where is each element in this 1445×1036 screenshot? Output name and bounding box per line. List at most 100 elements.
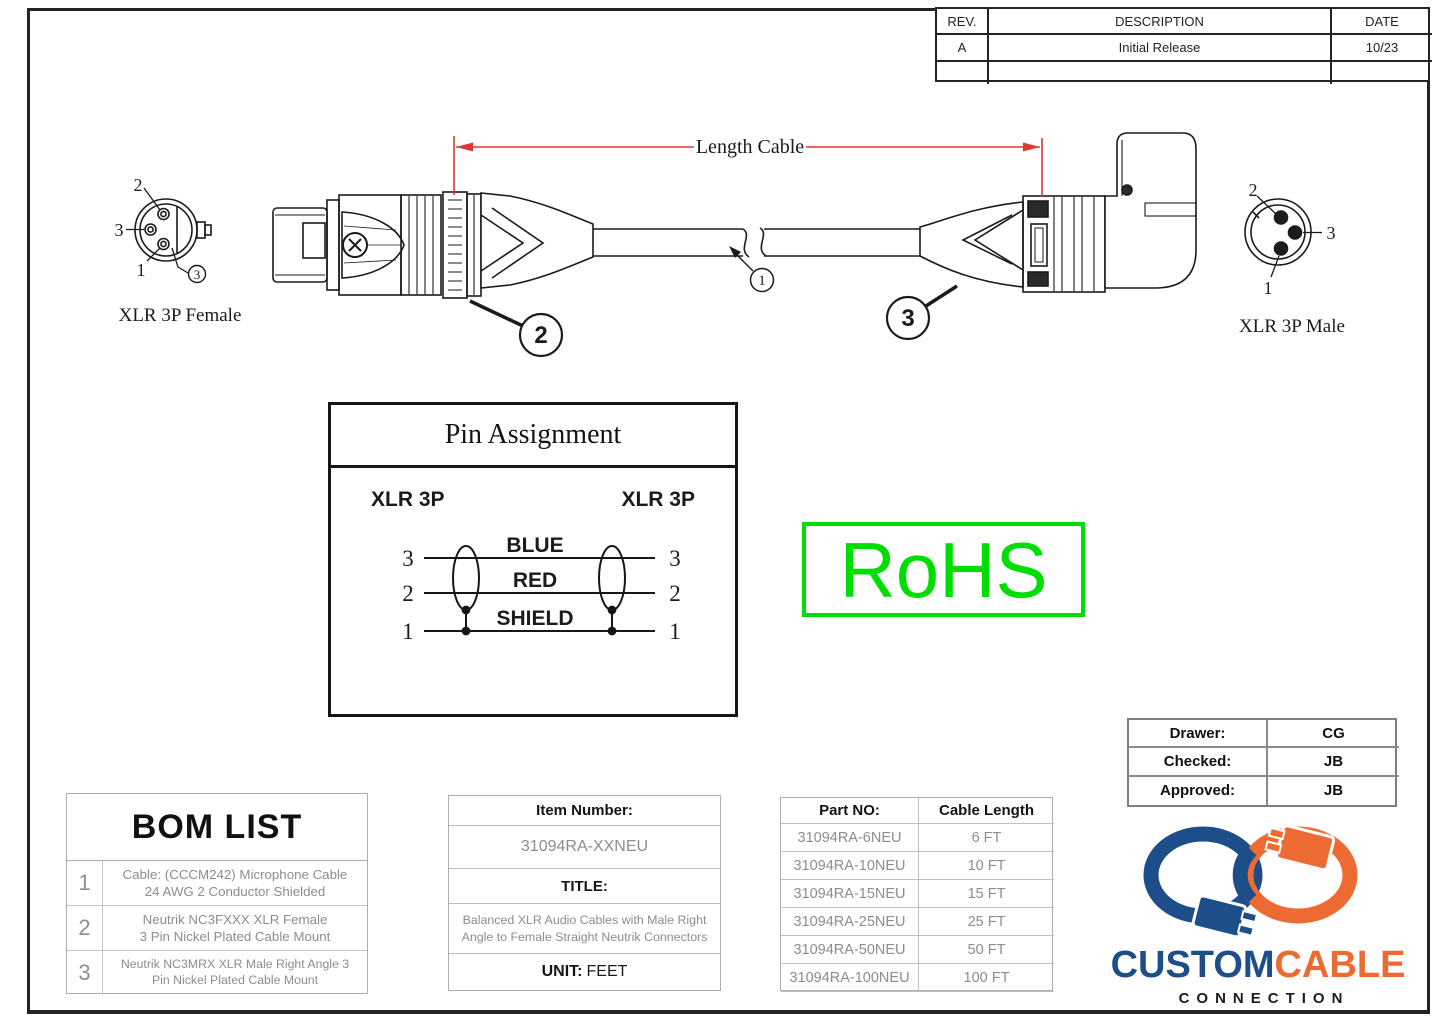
approval-table: Drawer: CG Checked: JB Approved: JB (1127, 718, 1399, 807)
male-pin3-label: 3 (1327, 223, 1336, 243)
pin-left-header: XLR 3P (371, 488, 445, 511)
logo-word-connection: CONNECTION (1179, 990, 1350, 1007)
unit-value: FEET (586, 963, 628, 980)
blue-connector-icon (1191, 894, 1259, 939)
bom-item-number: 3 (67, 951, 103, 995)
checked-value: JB (1268, 748, 1399, 777)
company-logo: CUSTOMCABLE CONNECTION (1111, 824, 1406, 1007)
female-face-callout-circle (187, 264, 207, 284)
wire1-right-pin: 3 (669, 546, 681, 571)
cable-drawing (593, 227, 920, 293)
cable-length: 15 FT (919, 880, 1054, 908)
part-no: 31094RA-25NEU (781, 908, 919, 936)
infinity-cable-icon (1143, 824, 1358, 939)
cable-length: 100 FT (919, 964, 1054, 992)
date-value: 10/23 (1332, 35, 1432, 62)
bom-item-number: 1 (67, 861, 103, 905)
male-callout-circle (885, 295, 931, 341)
drawer-value: CG (1268, 720, 1399, 749)
bom-row-1: 1 Cable: (CCCM242) Microphone Cable 24 A… (67, 861, 367, 906)
male-callout-number: 3 (901, 305, 914, 332)
title-header: TITLE: (449, 869, 720, 904)
title-line2: Angle to Female Straight Neutrik Connect… (461, 929, 708, 944)
part-number-table: Part NO: Cable Length 31094RA-6NEU 6 FT … (780, 797, 1054, 992)
wire2-right-pin: 2 (669, 581, 681, 606)
rev-empty (937, 62, 989, 84)
bom-row-2: 2 Neutrik NC3FXXX XLR Female 3 Pin Nicke… (67, 906, 367, 951)
cable-length-header: Cable Length (919, 798, 1054, 824)
logo-word-custom: CUSTOM (1111, 944, 1275, 986)
approved-value: JB (1323, 782, 1344, 800)
female-callout-circle (518, 312, 564, 358)
female-face-caption: XLR 3P Female (119, 305, 242, 326)
logo-word-cable: CABLE (1275, 944, 1406, 986)
rohs-label: RoHS (839, 525, 1048, 614)
rohs-badge: RoHS (802, 522, 1085, 617)
male-pin1-label: 1 (1264, 278, 1273, 298)
bom-item-desc: Neutrik NC3FXXX XLR Female (142, 911, 328, 927)
rev-header: REV. (937, 9, 989, 35)
xlr-female-face-diagram (126, 187, 212, 284)
bom-item-desc: 3 Pin Nickel Plated Cable Mount (139, 929, 331, 944)
length-cable-label: Length Cable (696, 136, 804, 158)
part-no: 31094RA-50NEU (781, 936, 919, 964)
wire3-right-pin: 1 (669, 619, 681, 644)
female-pin3-label: 3 (115, 220, 124, 240)
xlr-male-face-diagram (1244, 195, 1322, 278)
rev-value: A (937, 35, 989, 62)
bom-item-desc: 24 AWG 2 Conductor Shielded (144, 884, 326, 899)
wire3-name: SHIELD (496, 607, 573, 630)
description-value: Initial Release (989, 35, 1332, 62)
drawer-label: Drawer: (1129, 720, 1268, 749)
wire3-left-pin: 1 (402, 619, 414, 644)
item-number-header: Item Number: (449, 796, 720, 826)
cable-length: 10 FT (919, 852, 1054, 880)
pin-assignment-title: Pin Assignment (331, 405, 735, 468)
part-no: 31094RA-15NEU (781, 880, 919, 908)
bom-item-number: 2 (67, 906, 103, 950)
length-dimension (453, 136, 1043, 197)
cable-assembly-drawing: 2 3 1 3 XLR 3P Female Length Cable 1 2 3… (115, 132, 1345, 358)
male-pin2-label: 2 (1249, 180, 1258, 200)
revision-table: REV. DESCRIPTION DATE A Initial Release … (935, 7, 1432, 84)
description-empty (989, 62, 1332, 84)
pin-assignment-schematic: XLR 3P XLR 3P 3 2 1 3 2 1 BLUE RED SHIEL… (371, 488, 695, 644)
date-header: DATE (1332, 9, 1432, 35)
bom-title: BOM LIST (67, 794, 367, 861)
bom-item-desc: Neutrik NC3MRX XLR Male Right Angle 3 (120, 957, 350, 972)
wire2-left-pin: 2 (402, 581, 414, 606)
xlr-female-connector-drawing (272, 191, 594, 299)
wire1-name: BLUE (506, 534, 563, 557)
part-no: 31094RA-100NEU (781, 964, 919, 992)
female-callout-number: 2 (534, 322, 547, 349)
orange-connector-icon (1264, 824, 1336, 872)
cable-length: 6 FT (919, 824, 1054, 852)
bom-item-desc: Pin Nickel Plated Cable Mount (151, 973, 319, 987)
checked-label: Checked: (1129, 748, 1268, 777)
part-no: 31094RA-6NEU (781, 824, 919, 852)
bom-row-3: 3 Neutrik NC3MRX XLR Male Right Angle 3 … (67, 951, 367, 995)
description-header: DESCRIPTION (989, 9, 1332, 35)
unit-label: UNIT: (541, 963, 583, 980)
wire2-name: RED (513, 569, 557, 592)
part-no-header: Part NO: (781, 798, 919, 824)
title-line1: Balanced XLR Audio Cables with Male Righ… (462, 912, 707, 927)
cable-callout-number: 1 (758, 273, 766, 289)
pin-assignment-panel: Pin Assignment XLR 3P XLR 3P 3 2 1 3 2 1… (328, 402, 738, 717)
xlr-male-right-angle-connector-drawing (919, 132, 1197, 293)
female-pin2-label: 2 (134, 175, 143, 195)
male-face-caption: XLR 3P Male (1239, 316, 1345, 337)
svg-text:CUSTOMCABLE: CUSTOMCABLE (1111, 944, 1406, 986)
bom-list-table: BOM LIST 1 Cable: (CCCM242) Microphone C… (66, 793, 368, 995)
cable-length: 50 FT (919, 936, 1054, 964)
item-info-table: Item Number: 31094RA-XXNEU TITLE: Balanc… (448, 795, 721, 991)
female-pin1-label: 1 (137, 260, 146, 280)
female-face-callout-number: 3 (194, 267, 201, 282)
approved-label: Approved: (1129, 776, 1268, 805)
bom-item-desc: Cable: (CCCM242) Microphone Cable (122, 866, 348, 882)
drawing-border-frame (27, 8, 1430, 1014)
pin-right-header: XLR 3P (621, 488, 695, 511)
wire1-left-pin: 3 (402, 546, 414, 571)
part-no: 31094RA-10NEU (781, 852, 919, 880)
